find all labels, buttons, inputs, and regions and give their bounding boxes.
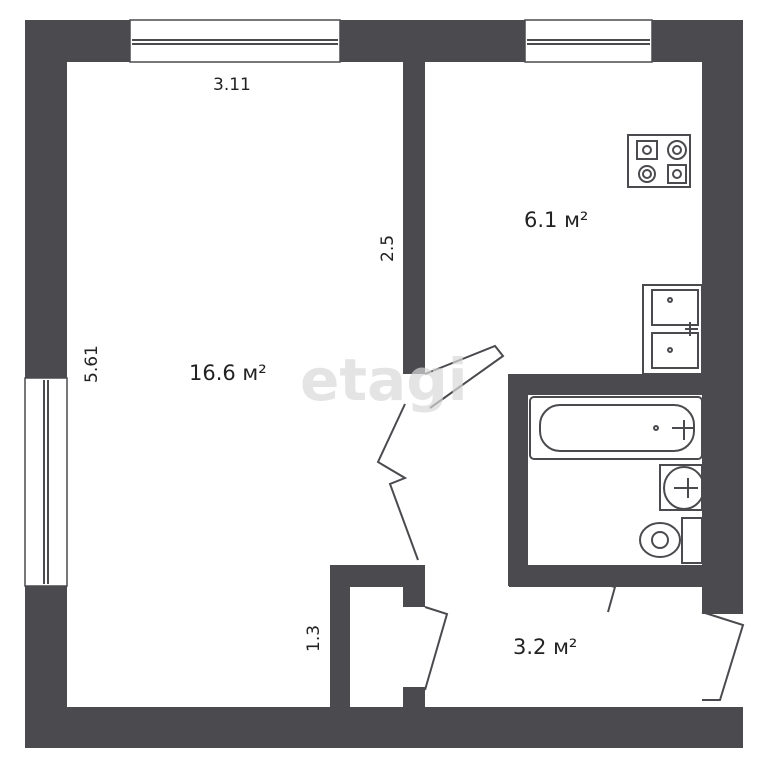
- bathroom-right-wall: [702, 374, 743, 614]
- stove-icon: [627, 134, 691, 188]
- living-area-label: 16.6 м²: [189, 361, 267, 385]
- hall-lower-floor: [403, 587, 703, 707]
- window-left: [24, 377, 68, 587]
- washbasin-icon: [659, 464, 705, 511]
- storage-door: [424, 606, 449, 691]
- watermark: etagi: [300, 346, 468, 414]
- storage-left-wall: [330, 565, 350, 707]
- sink-icon: [642, 284, 703, 375]
- bathroom-door: [539, 565, 617, 613]
- dimension-partition: 2.5: [378, 235, 398, 262]
- kitchen-area-label: 6.1 м²: [524, 208, 588, 232]
- kitchen-door: [424, 344, 505, 409]
- storage-right-wall-low: [403, 687, 425, 707]
- window-icon: [24, 19, 653, 587]
- interior-walls: [330, 62, 743, 707]
- living-double-door: [376, 403, 419, 561]
- storage-right-wall: [403, 565, 425, 607]
- kitchen-bottom-wall: [508, 374, 743, 395]
- dimension-hall-side: 1.3: [304, 625, 324, 652]
- hall-area-label: 3.2 м²: [513, 635, 577, 659]
- dimension-living-top: 3.11: [213, 75, 251, 95]
- door-icon: [376, 344, 745, 701]
- storage-top-wall: [330, 565, 425, 587]
- bathtub-icon: [529, 396, 703, 460]
- dimension-living-left: 5.61: [82, 345, 102, 383]
- bathroom-left-wall: [508, 374, 528, 586]
- entrance-door: [701, 611, 745, 701]
- partition-wall: [403, 62, 425, 374]
- toilet-icon: [639, 517, 703, 564]
- storage-floor: [350, 587, 403, 707]
